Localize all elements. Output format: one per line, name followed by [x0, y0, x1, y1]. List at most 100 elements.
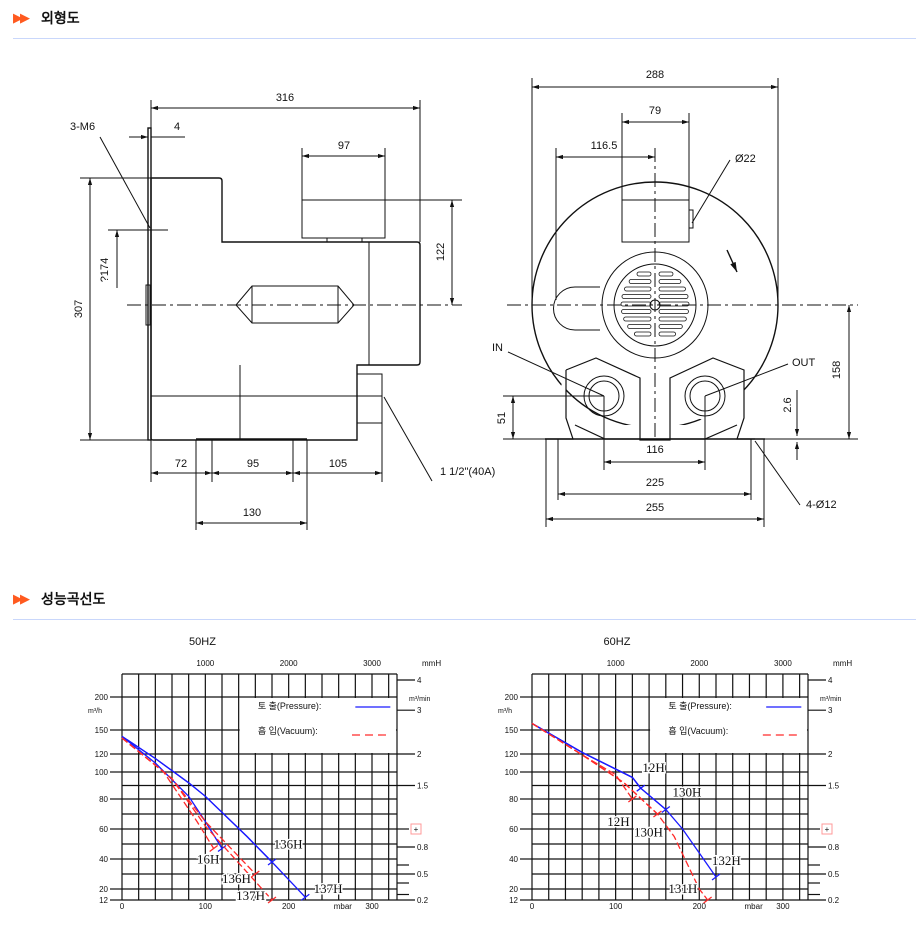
side-view-drawing: 316 3-M6 4 97 122 ?174 307 72 95 105 130…	[70, 92, 495, 530]
front-view-drawing: 288 79 116.5 Ø22 IN OUT 158 51 2.6 116 2…	[492, 69, 858, 527]
section-header-performance: ▶▶ 성능곡선도	[13, 589, 105, 609]
section-title: 외형도	[41, 11, 80, 27]
legend-vacuum-label: 흡 입(Vacuum):	[668, 725, 728, 736]
y-tick-label: 12	[99, 896, 108, 905]
y2-tick-label: 2	[417, 750, 422, 759]
grille-slot	[628, 279, 652, 284]
x-tick-label: 100	[199, 902, 213, 911]
dim-flange: 4	[174, 121, 180, 133]
y-tick-label: 20	[99, 885, 108, 894]
x2-axis-label: mmH	[833, 659, 852, 668]
x-axis-label: mbar	[334, 902, 353, 911]
y2-tick-label: 3	[417, 706, 422, 715]
curve-label-pressure: 130H	[673, 784, 702, 799]
expand-icon-glyph: +	[414, 825, 419, 834]
grille-slot	[658, 309, 689, 314]
dim-tap: 3-M6	[70, 121, 95, 133]
x-tick-label: 300	[365, 902, 379, 911]
curve-vacuum-130H	[531, 722, 658, 815]
grille-slot	[658, 294, 689, 299]
x-tick-label: 300	[776, 902, 790, 911]
curve-end-marker	[711, 873, 721, 881]
curve-label-pressure: 136H	[274, 837, 303, 852]
y2-tick-label: 1.5	[828, 782, 840, 791]
y-tick-label: 200	[95, 693, 109, 702]
dim-cable: Ø22	[735, 153, 756, 165]
dim-terminal-height: 122	[435, 243, 447, 261]
dim-foot-thickness: 2.6	[782, 397, 794, 412]
expand-icon-glyph: +	[825, 825, 830, 834]
dim-foot-spacing: 130	[243, 507, 261, 519]
y-tick-label: 150	[505, 726, 519, 735]
dim-overall-height: 307	[73, 300, 85, 318]
curve-pressure-16H	[121, 735, 223, 849]
section-title: 성능곡선도	[41, 592, 106, 608]
y-tick-label: 100	[95, 768, 109, 777]
grille-slot	[636, 271, 652, 277]
curve-end-marker	[300, 893, 310, 901]
x2-tick-label: 2000	[280, 659, 298, 668]
y-tick-label: 80	[99, 795, 108, 804]
curve-label-vacuum: 131H	[668, 881, 697, 896]
y-axis-label: m³/h	[498, 708, 512, 715]
dim-foot-outer: 255	[646, 502, 664, 514]
y2-tick-label: 0.2	[828, 896, 840, 905]
y2-tick-label: 4	[828, 676, 833, 685]
dim-foot-inner: 225	[646, 477, 664, 489]
x-tick-label: 0	[530, 902, 535, 911]
legend-pressure-label: 토 출(Pressure):	[258, 701, 322, 711]
y-tick-label: 120	[95, 750, 109, 759]
double-chevron-icon: ▶▶	[13, 10, 30, 26]
dim-port: 1 1/2"(40A)	[440, 466, 495, 478]
grille-slot	[627, 324, 652, 329]
y2-axis-label: m³/min	[820, 696, 841, 703]
dim-port-spacing: 116	[646, 444, 664, 456]
curve-label-pressure: 12H	[642, 760, 664, 775]
y-tick-label: 200	[505, 693, 519, 702]
x-tick-label: 200	[693, 902, 707, 911]
dim-flange-height: ?174	[99, 258, 111, 282]
y-tick-label: 100	[505, 768, 519, 777]
curve-label-pressure: 137H	[314, 881, 343, 896]
y-tick-label: 150	[95, 726, 109, 735]
x2-tick-label: 1000	[196, 659, 214, 668]
y2-tick-label: 0.5	[417, 870, 429, 879]
dim-terminal-width: 79	[649, 105, 661, 117]
y-tick-label: 40	[99, 855, 108, 864]
grille-slot	[658, 301, 690, 307]
x-axis-label: mbar	[745, 902, 764, 911]
y2-tick-label: 0.2	[417, 896, 429, 905]
inlet-label: IN	[492, 342, 503, 354]
curve-end-marker	[267, 896, 277, 904]
y-tick-label: 80	[509, 795, 518, 804]
x2-tick-label: 3000	[363, 659, 381, 668]
dim-overall-length: 316	[276, 92, 294, 104]
curve-label-vacuum: 12H	[607, 814, 629, 829]
y2-tick-label: 0.8	[828, 843, 840, 852]
grille-slot	[658, 324, 683, 329]
y-tick-label: 20	[509, 885, 518, 894]
curve-label-vacuum: 137H	[236, 888, 265, 903]
legend-vacuum-label: 흡 입(Vacuum):	[258, 725, 318, 736]
grille-slot	[658, 331, 676, 337]
y-tick-label: 120	[505, 750, 519, 759]
chart-title: 60HZ	[604, 636, 631, 648]
y2-tick-label: 1.5	[417, 782, 429, 791]
curve-end-marker	[703, 896, 713, 904]
curve-end-marker	[250, 870, 260, 878]
x2-tick-label: 2000	[690, 659, 708, 668]
curve-label-vacuum: 136H	[222, 871, 251, 886]
grille-slot	[621, 294, 652, 299]
grille-slot	[658, 279, 682, 284]
x2-tick-label: 3000	[774, 659, 792, 668]
y-tick-label: 60	[509, 825, 518, 834]
y2-tick-label: 0.8	[417, 843, 429, 852]
grille-slot	[658, 271, 674, 277]
x2-axis-label: mmH	[422, 659, 441, 668]
y2-axis-label: m³/min	[409, 696, 430, 703]
curve-vacuum-12H	[531, 722, 633, 800]
curve-label-pressure: 132H	[712, 853, 741, 868]
y-tick-label: 12	[509, 896, 518, 905]
divider	[13, 619, 916, 620]
